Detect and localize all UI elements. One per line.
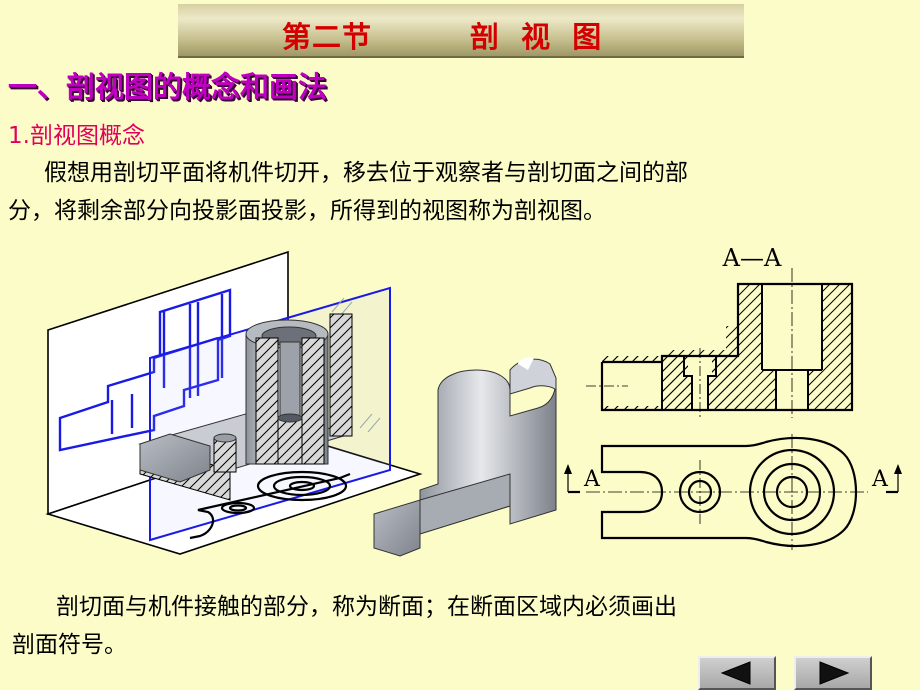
removed-part <box>373 357 557 557</box>
cut-marker-left: A <box>564 464 601 494</box>
prev-slide-button[interactable] <box>698 656 776 690</box>
triangle-right-icon <box>819 661 850 685</box>
title-bar: 第二节 剖 视 图 <box>178 4 744 58</box>
paragraph2-line1: 剖切面与机件接触的部分，称为断面；在断面区域内必须画出 <box>56 594 677 620</box>
title-section-label: 第二节 <box>282 20 373 54</box>
paragraph1-line1: 假想用剖切平面将机件切开，移去位于观察者与剖切面之间的部 <box>44 160 688 186</box>
title-topic: 剖 视 图 <box>470 20 608 54</box>
triangle-left-icon <box>720 661 751 685</box>
projected-base-outline <box>189 470 351 540</box>
paragraph1-line2: 分，将剩余部分向投影面投影，所得到的视图称为剖视图。 <box>8 198 606 224</box>
sectioned-part <box>138 313 353 501</box>
top-view <box>586 434 868 550</box>
cut-label-right: A <box>871 467 889 492</box>
cut-marker-right: A <box>871 464 902 494</box>
next-slide-button[interactable] <box>794 656 872 690</box>
paragraph2-line2: 剖面符号。 <box>12 632 127 658</box>
sub-heading: 1.剖视图概念 <box>8 123 145 149</box>
section-view-label: A—A <box>722 244 782 272</box>
section-view <box>586 268 854 418</box>
cut-label-left: A <box>583 467 601 492</box>
section-pictorial-figure <box>45 250 557 557</box>
section-heading: 一、剖视图的概念和画法 <box>8 70 328 104</box>
orthographic-views-figure: A—A <box>564 244 902 550</box>
